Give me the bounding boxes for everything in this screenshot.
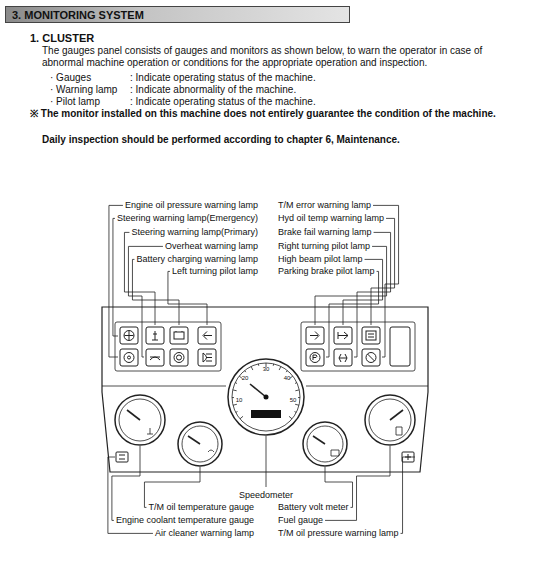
callout-label: T/M oil temperature gauge [148, 502, 254, 513]
bullet-text: : Indicate operating status of the machi… [130, 96, 316, 108]
leader-line [354, 232, 391, 357]
body-text: The gauges panel consists of gauges and … [42, 45, 524, 69]
callout-label: Hyd oil temp warning lamp [278, 213, 384, 224]
callout-label: Engine coolant temperature gauge [116, 515, 254, 526]
callout-label: Steering warning lamp(Primary) [131, 227, 258, 238]
section-title: 1. CLUSTER [30, 32, 94, 45]
leader-line [401, 457, 415, 533]
dial-number: 20 [242, 375, 249, 382]
cluster-panel [102, 307, 428, 472]
callout-label: Speedometer [239, 490, 293, 501]
leader-line [144, 467, 200, 507]
callout-label: Air cleaner warning lamp [155, 528, 254, 539]
callout-label: T/M error warning lamp [278, 200, 371, 211]
dial-number: 30 [263, 366, 270, 373]
bullet-text: : Indicate abnormality of the machine. [130, 84, 296, 96]
callout-label: Battery charging warning lamp [136, 254, 258, 265]
callout-label: Parking brake pilot lamp [278, 266, 375, 277]
callout-label: Fuel gauge [278, 515, 323, 526]
callout-label: Engine oil pressure warning lamp [125, 200, 258, 211]
callout-label: Right turning pilot lamp [278, 241, 370, 252]
leader-line [266, 436, 267, 487]
leader-line [112, 446, 140, 520]
callout-label: High beam pilot lamp [278, 254, 363, 265]
dial-number: 50 [290, 397, 297, 404]
callout-label: Brake fail warning lamp [278, 227, 372, 238]
leader-line [109, 205, 123, 357]
callout-label: Steering warning lamp(Emergency) [117, 213, 258, 224]
bullet-term: · Gauges [50, 72, 91, 84]
callout-label: T/M oil pressure warning lamp [278, 528, 399, 539]
leader-line [326, 271, 379, 357]
callout-label: Battery volt meter [278, 502, 349, 513]
note-text: ※ The monitor installed on this machine … [30, 108, 522, 120]
bullet-term: · Pilot lamp [50, 96, 100, 108]
leader-line [168, 271, 207, 325]
bullet-term: · Warning lamp [50, 84, 117, 96]
bullet-text: : Indicate operating status of the machi… [130, 72, 316, 84]
callout-label: Overheat warning lamp [165, 241, 258, 252]
dial-number: 10 [236, 397, 243, 404]
note-text: Daily inspection should be performed acc… [42, 134, 400, 146]
section-band: 3. MONITORING SYSTEM [5, 6, 350, 23]
leader-line [113, 218, 118, 336]
dial-number: 40 [284, 375, 291, 382]
callout-label: Left turning pilot lamp [172, 266, 258, 277]
section-heading: 3. MONITORING SYSTEM [12, 9, 144, 21]
leader-line [325, 467, 353, 507]
